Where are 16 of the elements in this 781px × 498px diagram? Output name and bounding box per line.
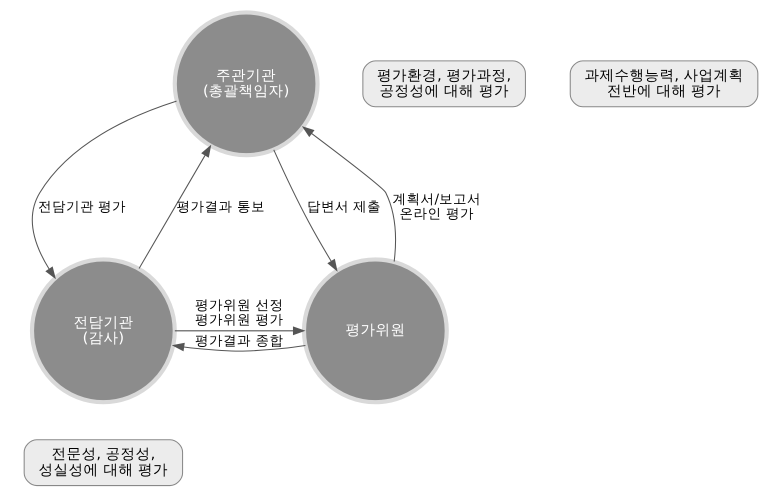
arrow xyxy=(174,326,305,336)
node-box: 과제수행능력, 사업계획 전반에 대해 평가 xyxy=(569,60,758,108)
edge-label: 답변서 제출 xyxy=(306,198,381,215)
arrow xyxy=(301,126,396,262)
edge-label: 평가위원 선정 평가위원 평가 xyxy=(194,297,284,328)
edge-label: 계획서/보고서 온라인 평가 xyxy=(392,192,481,222)
edge-label: 평가결과 종합 xyxy=(194,332,284,349)
edge-label: 전담기관 평가 xyxy=(37,198,126,215)
node-circle: 전담기관 (감사) xyxy=(29,257,176,404)
arrow xyxy=(171,342,305,352)
arrow xyxy=(272,150,338,272)
node-box: 전문성, 공정성, 성실성에 대해 평가 xyxy=(23,439,183,486)
arrow xyxy=(31,100,176,280)
edge-label: 평가결과 통보 xyxy=(176,198,264,215)
arrow xyxy=(138,144,211,269)
node-box: 평가환경, 평가과정, 공정성에 대해 평가 xyxy=(362,60,526,108)
